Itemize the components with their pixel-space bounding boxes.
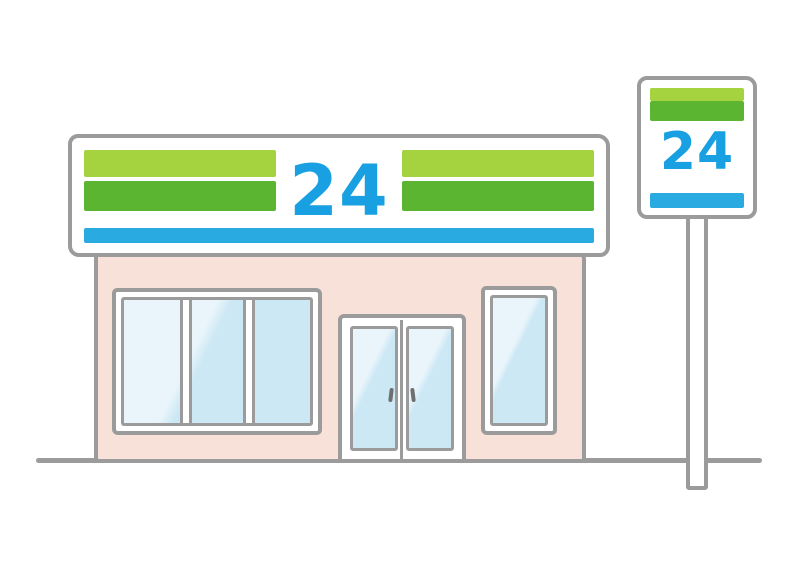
window-glass [490,295,548,426]
sign-24-label: 24 [289,150,389,232]
sign-stripe-green-left [84,181,276,211]
door-glass-right [406,326,454,451]
door-glass-left [350,326,398,451]
pole-sign-stripe-green [650,101,744,121]
store-window-left [112,288,322,435]
sign-stripe-light-green-left [84,150,276,177]
sign-stripe-light-green-right [402,150,594,177]
pole-sign-stripe-light-green [650,88,744,101]
pole-sign-stripe-blue [650,193,744,208]
sign-pole [686,214,708,490]
sign-stripe-blue [84,228,594,243]
window-mullion [243,300,256,423]
storefront-sign: 24 [68,134,610,257]
window-glass [121,297,313,426]
store-window-right [481,286,557,435]
pole-sign-24-label: 24 [659,122,735,182]
entrance-doors [338,314,466,463]
door-center-line [400,320,403,459]
sign-stripe-green-right [402,181,594,211]
pole-sign: 24 [637,76,757,219]
window-mullion [179,300,192,423]
